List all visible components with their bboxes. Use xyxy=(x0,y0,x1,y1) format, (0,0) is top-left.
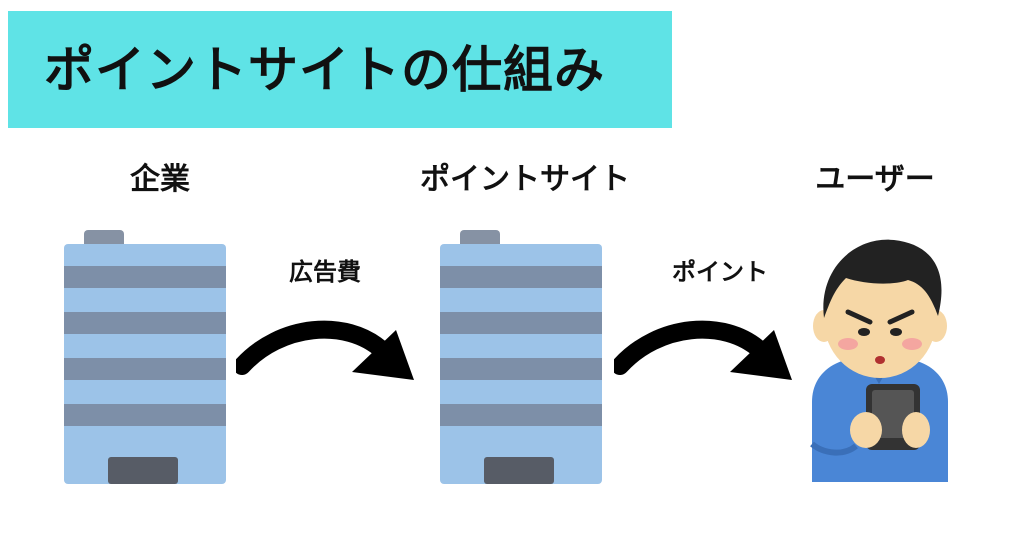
point-site-building-icon xyxy=(440,230,602,484)
arrow-right-icon xyxy=(614,320,792,380)
title-banner xyxy=(8,11,672,128)
user-smartphone-icon xyxy=(810,239,948,482)
arrow-right-icon xyxy=(236,320,414,380)
company-building-icon xyxy=(64,230,226,484)
page-title: ポイントサイトの仕組み xyxy=(44,41,605,99)
edge-label-ad-fee: 広告費 xyxy=(289,258,361,286)
node-label-user: ユーザー xyxy=(815,162,935,197)
node-label-company: 企業 xyxy=(130,162,190,197)
edge-label-points: ポイント xyxy=(672,258,768,286)
node-label-point-site: ポイントサイト xyxy=(420,162,630,197)
